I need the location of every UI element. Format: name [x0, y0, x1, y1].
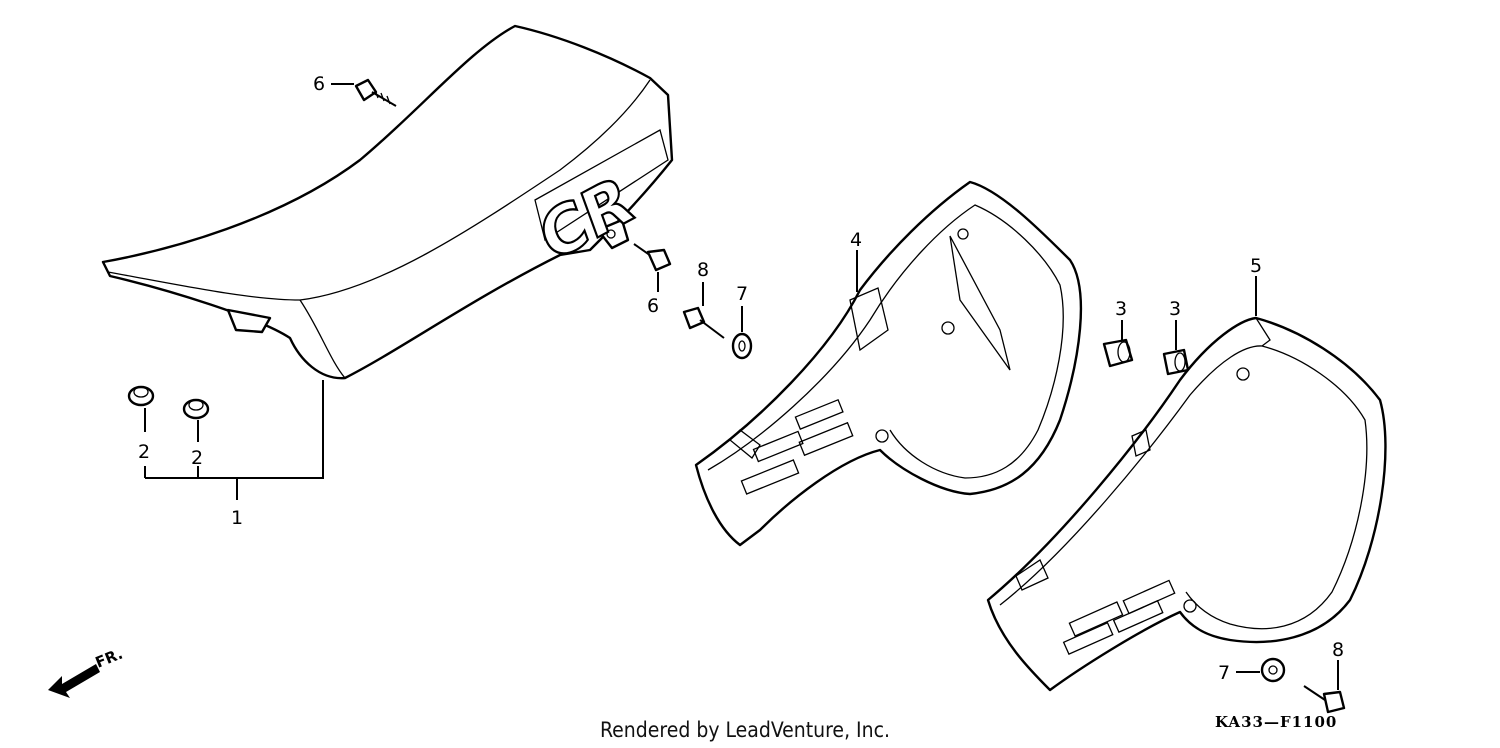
side-cover-left[interactable] [694, 180, 1083, 547]
washer-7b[interactable] [1236, 657, 1286, 683]
bolt-8a[interactable] [682, 282, 725, 339]
callout-2a[interactable]: 2 [138, 441, 150, 463]
callout-1[interactable]: 1 [231, 507, 243, 529]
callout-5[interactable]: 5 [1250, 255, 1262, 277]
grommet-2b[interactable] [182, 398, 210, 442]
seat[interactable] [101, 24, 674, 380]
grommet-2a[interactable] [127, 385, 155, 432]
grommet-3b[interactable] [1162, 320, 1190, 376]
bolt-8b[interactable] [1303, 660, 1346, 714]
washer-7a[interactable] [731, 306, 753, 360]
diagram-code: KA33—F1100 [1215, 713, 1337, 731]
front-indicator: FR. [93, 645, 126, 672]
callout-3b[interactable]: 3 [1169, 298, 1181, 320]
callout-3a[interactable]: 3 [1115, 298, 1127, 320]
callout-4[interactable]: 4 [850, 229, 862, 251]
footer-credit: Rendered by LeadVenture, Inc. [600, 718, 890, 742]
grommet-3a[interactable] [1102, 320, 1134, 368]
callout-7a[interactable]: 7 [736, 283, 748, 305]
callout-7b[interactable]: 7 [1218, 662, 1230, 684]
front-arrow-icon [48, 664, 100, 698]
bolt-6a[interactable] [331, 78, 397, 107]
side-cover-right[interactable] [986, 276, 1387, 692]
callout-8a[interactable]: 8 [697, 259, 709, 281]
callout-2b[interactable]: 2 [191, 447, 203, 469]
callout-6a[interactable]: 6 [313, 73, 325, 95]
bolt-6b[interactable] [633, 243, 672, 292]
leader-bracket-1 [144, 380, 324, 500]
callout-6b[interactable]: 6 [647, 295, 659, 317]
callout-8b[interactable]: 8 [1332, 639, 1344, 661]
